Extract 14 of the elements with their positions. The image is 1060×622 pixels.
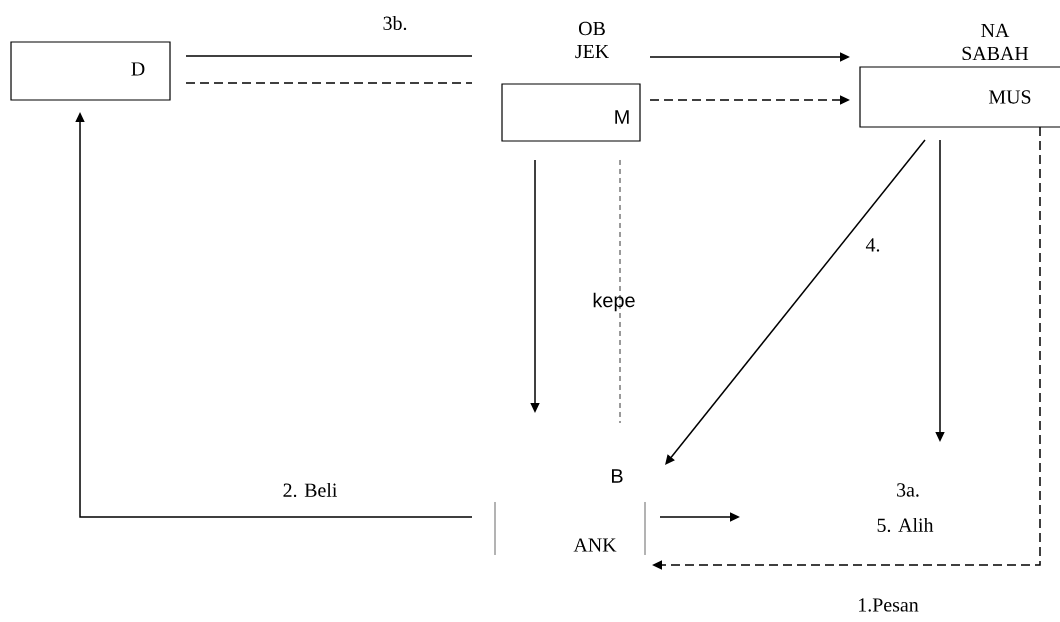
- edge-label: 4.: [865, 238, 880, 252]
- label-group: B ANK: [494, 469, 646, 556]
- process-box: NA SABAH MUS: [859, 23, 1060, 128]
- edge-label: 1.Pesan: [859, 598, 919, 612]
- process-box: D: [10, 41, 171, 101]
- node-label: NA SABAH: [962, 23, 1029, 61]
- edge-label: 3b.: [383, 15, 407, 31]
- edge-label: kepe: [593, 292, 635, 312]
- text-label: 3a.: [897, 483, 919, 497]
- process-box: OB JEK M: [501, 21, 641, 142]
- arrow: [665, 139, 926, 465]
- edge-label: 2. Beli: [283, 482, 337, 498]
- node-label: OB JEK: [575, 21, 609, 59]
- text-label: 5. Alih: [877, 517, 934, 533]
